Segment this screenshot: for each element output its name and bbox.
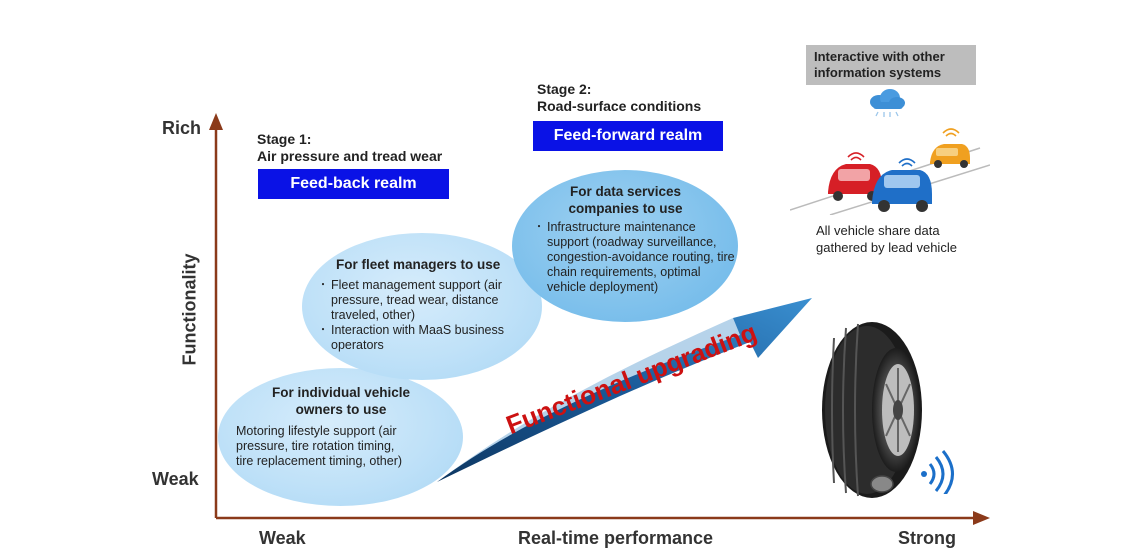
bubble-fleet-item1-line3: traveled, other) <box>331 308 416 322</box>
x-axis-low-label: Weak <box>259 528 306 548</box>
bubble-data-services-line2: support (roadway surveillance, <box>547 235 717 249</box>
cars-caption-line1: All vehicle share data <box>816 223 940 238</box>
stage1-line1: Stage 1: <box>257 131 312 147</box>
bubble-data-services-head-2: companies to use <box>568 201 683 216</box>
y-axis-high-label: Rich <box>162 118 202 138</box>
tire-image <box>822 322 922 498</box>
stage2-line1: Stage 2: <box>537 81 592 97</box>
interactive-info-box: Interactive with other information syste… <box>806 45 976 85</box>
wifi-signal-icon <box>847 128 960 167</box>
feed-back-realm-box: Feed-back realm <box>258 169 449 199</box>
red-car <box>828 164 882 201</box>
bubble-fleet-item1-line1: Fleet management support (air <box>331 278 502 292</box>
cloud-icon <box>870 89 905 117</box>
stage1-title: Stage 1: Air pressure and tread wear <box>257 131 442 165</box>
bubble-data-services-line3: congestion-avoidance routing, tire <box>547 250 735 264</box>
cars-caption-line2: gathered by lead vehicle <box>816 240 957 255</box>
cars-caption: All vehicle share data gathered by lead … <box>816 222 957 256</box>
blue-car <box>872 170 932 212</box>
sensor-signal-icon <box>921 450 954 494</box>
info-box-line1: Interactive with other <box>814 49 945 64</box>
stage2-line2: Road-surface conditions <box>537 98 702 114</box>
bubble-fleet-item1-line2: pressure, tread wear, distance <box>331 293 499 307</box>
y-axis-arrowhead <box>209 113 223 130</box>
bubble-individual <box>218 368 463 506</box>
bubble-data-services-head-1: For data services <box>569 184 682 199</box>
sensor-icon <box>870 475 894 493</box>
bubble-fleet-item2-line2: operators <box>331 338 384 352</box>
bubble-individual-head-1: For individual vehicle <box>271 385 411 400</box>
bubble-individual-body-1: Motoring lifestyle support (air <box>236 424 397 438</box>
feed-forward-realm-box: Feed-forward realm <box>533 121 723 151</box>
x-axis-title: Real-time performance <box>518 528 714 548</box>
orange-car <box>930 144 970 168</box>
stage1-line2: Air pressure and tread wear <box>257 148 443 164</box>
bubble-fleet-item: Interaction with MaaS business operators <box>318 323 532 353</box>
bubble-fleet-item: Fleet management support (air pressure, … <box>318 278 532 323</box>
x-axis-high-label: Strong <box>898 528 956 548</box>
bubble-data-services-line4: chain requirements, optimal <box>547 265 701 279</box>
info-box-line2: information systems <box>814 65 942 80</box>
bubble-fleet-head: For fleet managers to use <box>336 257 501 272</box>
bubble-individual-head-2: owners to use <box>295 402 387 417</box>
bubble-individual-body-2: pressure, tire rotation timing, <box>236 439 395 453</box>
bubble-fleet-item2-line1: Interaction with MaaS business <box>331 323 505 337</box>
y-axis-title: Functionality <box>179 253 200 366</box>
connected-cars-illustration <box>790 128 990 215</box>
bubble-data-services-item: Infrastructure maintenance support (road… <box>534 220 738 295</box>
bubble-individual-content: For individual vehicle owners to use Mot… <box>236 384 446 469</box>
x-axis-arrowhead <box>973 511 990 525</box>
y-axis-low-label: Weak <box>152 469 199 489</box>
bubble-fleet-content: For fleet managers to use Fleet manageme… <box>318 256 532 353</box>
stage2-title: Stage 2: Road-surface conditions <box>537 81 701 115</box>
bubble-individual-body-3: tire replacement timing, other) <box>236 454 403 468</box>
bubble-data-services-line1: Infrastructure maintenance <box>547 220 696 234</box>
bubble-data-services-content: For data services companies to use Infra… <box>534 183 738 295</box>
bubble-data-services-line5: vehicle deployment) <box>547 280 659 294</box>
